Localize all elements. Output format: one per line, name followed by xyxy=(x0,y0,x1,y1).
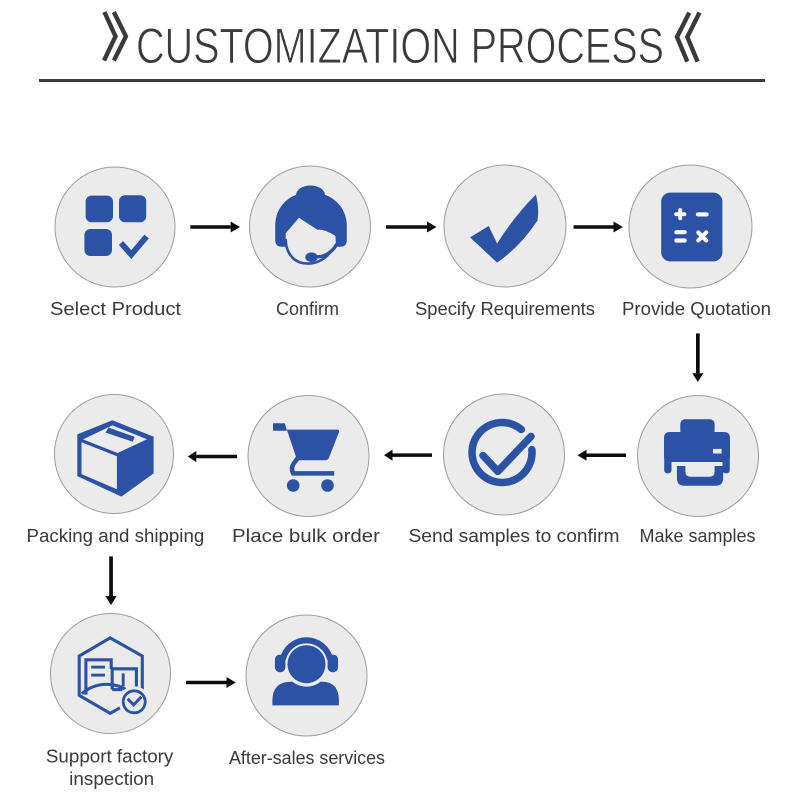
svg-text:CUSTOMIZATION PROCESS: CUSTOMIZATION PROCESS xyxy=(136,18,664,74)
svg-text:Make samples: Make samples xyxy=(640,526,756,546)
svg-text:Place bulk order: Place bulk order xyxy=(232,526,380,546)
svg-text:Select Product: Select Product xyxy=(50,299,181,319)
svg-text:Provide Quotation: Provide Quotation xyxy=(622,299,771,319)
svg-text:After-sales services: After-sales services xyxy=(229,748,385,768)
svg-text:Send samples to confirm: Send samples to confirm xyxy=(409,526,620,546)
svg-text:Specify Requirements: Specify Requirements xyxy=(415,299,595,319)
svg-text:Packing and shipping: Packing and shipping xyxy=(27,526,205,546)
svg-text:Confirm: Confirm xyxy=(276,299,339,319)
svg-text:Support factory: Support factory xyxy=(46,747,173,767)
svg-text:inspection: inspection xyxy=(69,769,154,789)
